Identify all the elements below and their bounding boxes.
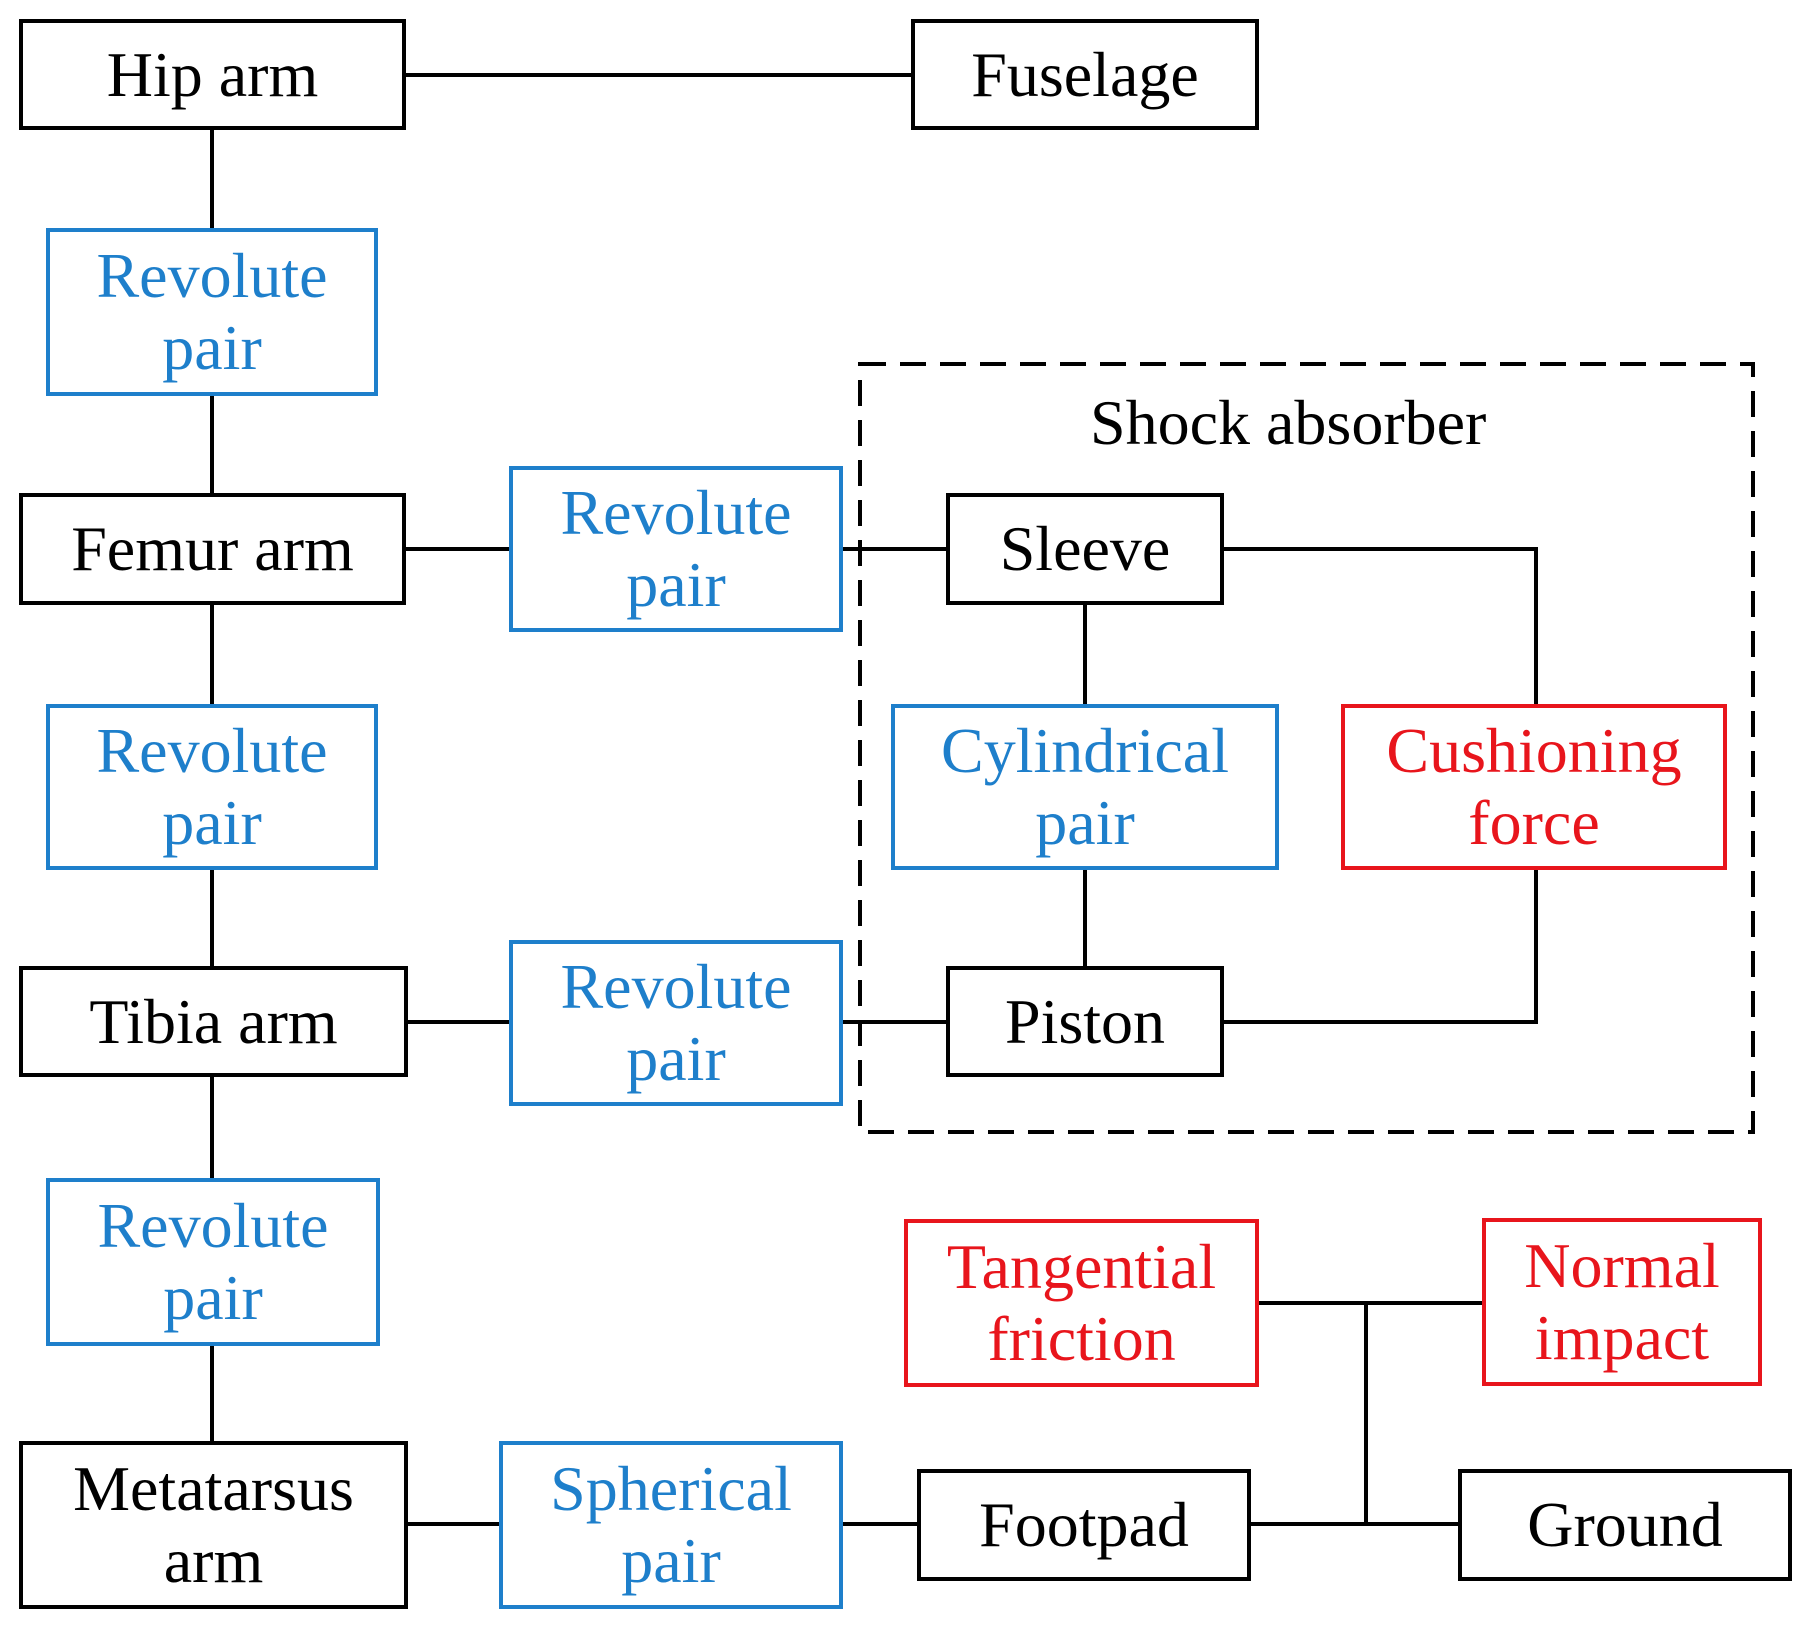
revolute-pair-tibia-piston-line1: Revolute — [560, 951, 792, 1023]
revolute-pair-tibia-metatarsus-line1: Revolute — [97, 1190, 329, 1262]
shock-absorber-label: Shock absorber — [1090, 387, 1487, 458]
metatarsus-arm-line2: arm — [163, 1525, 264, 1596]
revolute-pair-femur-sleeve-node: Revolute pair — [509, 466, 843, 632]
cylindrical-pair-line2: pair — [1035, 787, 1135, 858]
cylindrical-pair-node: Cylindrical pair — [891, 704, 1279, 870]
metatarsus-arm-line1: Metatarsus — [73, 1453, 354, 1525]
footpad-label: Footpad — [979, 1489, 1189, 1561]
footpad-node: Footpad — [917, 1469, 1251, 1581]
revolute-pair-femur-sleeve-line1: Revolute — [560, 477, 792, 549]
revolute-pair-tibia-metatarsus-line2: pair — [163, 1262, 263, 1333]
tibia-arm-label: Tibia arm — [89, 985, 338, 1057]
cushioning-force-line1: Cushioning — [1386, 715, 1682, 787]
spherical-pair-node: Spherical pair — [499, 1441, 843, 1609]
sleeve-node: Sleeve — [946, 493, 1224, 605]
tibia-arm-node: Tibia arm — [19, 966, 408, 1077]
femur-arm-node: Femur arm — [19, 493, 406, 605]
revolute-pair-tibia-piston-node: Revolute pair — [509, 940, 843, 1106]
revolute-pair-hip-line1: Revolute — [96, 240, 328, 312]
shock-absorber-group-outline — [858, 362, 1755, 1134]
ground-node: Ground — [1458, 1469, 1792, 1581]
connector-cushioning-piston — [1223, 870, 1538, 1024]
revolute-pair-hip-node: Revolute pair — [46, 228, 378, 396]
fuselage-node: Fuselage — [911, 19, 1259, 130]
tangential-friction-line2: friction — [987, 1303, 1176, 1374]
tangential-friction-line1: Tangential — [946, 1231, 1217, 1303]
cushioning-force-node: Cushioning force — [1341, 704, 1727, 870]
hip-arm-node: Hip arm — [19, 19, 406, 130]
revolute-pair-tibia-piston-line2: pair — [626, 1023, 726, 1094]
hip-arm-label: Hip arm — [106, 38, 319, 110]
spherical-pair-line2: pair — [621, 1525, 721, 1596]
revolute-pair-femur-tibia-node: Revolute pair — [46, 704, 378, 870]
revolute-pair-femur-sleeve-line2: pair — [626, 549, 726, 620]
revolute-pair-tibia-metatarsus-node: Revolute pair — [46, 1178, 380, 1346]
tangential-friction-node: Tangential friction — [904, 1219, 1259, 1387]
cushioning-force-line2: force — [1468, 787, 1600, 858]
normal-impact-node: Normal impact — [1482, 1218, 1762, 1386]
connector-sleeve-cushioning — [1223, 547, 1538, 704]
ground-label: Ground — [1527, 1489, 1723, 1561]
sleeve-label: Sleeve — [999, 513, 1171, 585]
metatarsus-arm-node: Metatarsus arm — [19, 1441, 408, 1609]
cylindrical-pair-line1: Cylindrical — [941, 715, 1229, 787]
spherical-pair-line1: Spherical — [550, 1453, 792, 1525]
revolute-pair-femur-tibia-line2: pair — [162, 787, 262, 858]
revolute-pair-femur-tibia-line1: Revolute — [96, 715, 328, 787]
normal-impact-line2: impact — [1534, 1302, 1710, 1373]
fuselage-label: Fuselage — [971, 38, 1199, 110]
piston-label: Piston — [1004, 985, 1166, 1057]
piston-node: Piston — [946, 966, 1224, 1077]
femur-arm-label: Femur arm — [71, 513, 354, 585]
revolute-pair-hip-line2: pair — [162, 312, 262, 383]
normal-impact-line1: Normal — [1524, 1230, 1720, 1302]
